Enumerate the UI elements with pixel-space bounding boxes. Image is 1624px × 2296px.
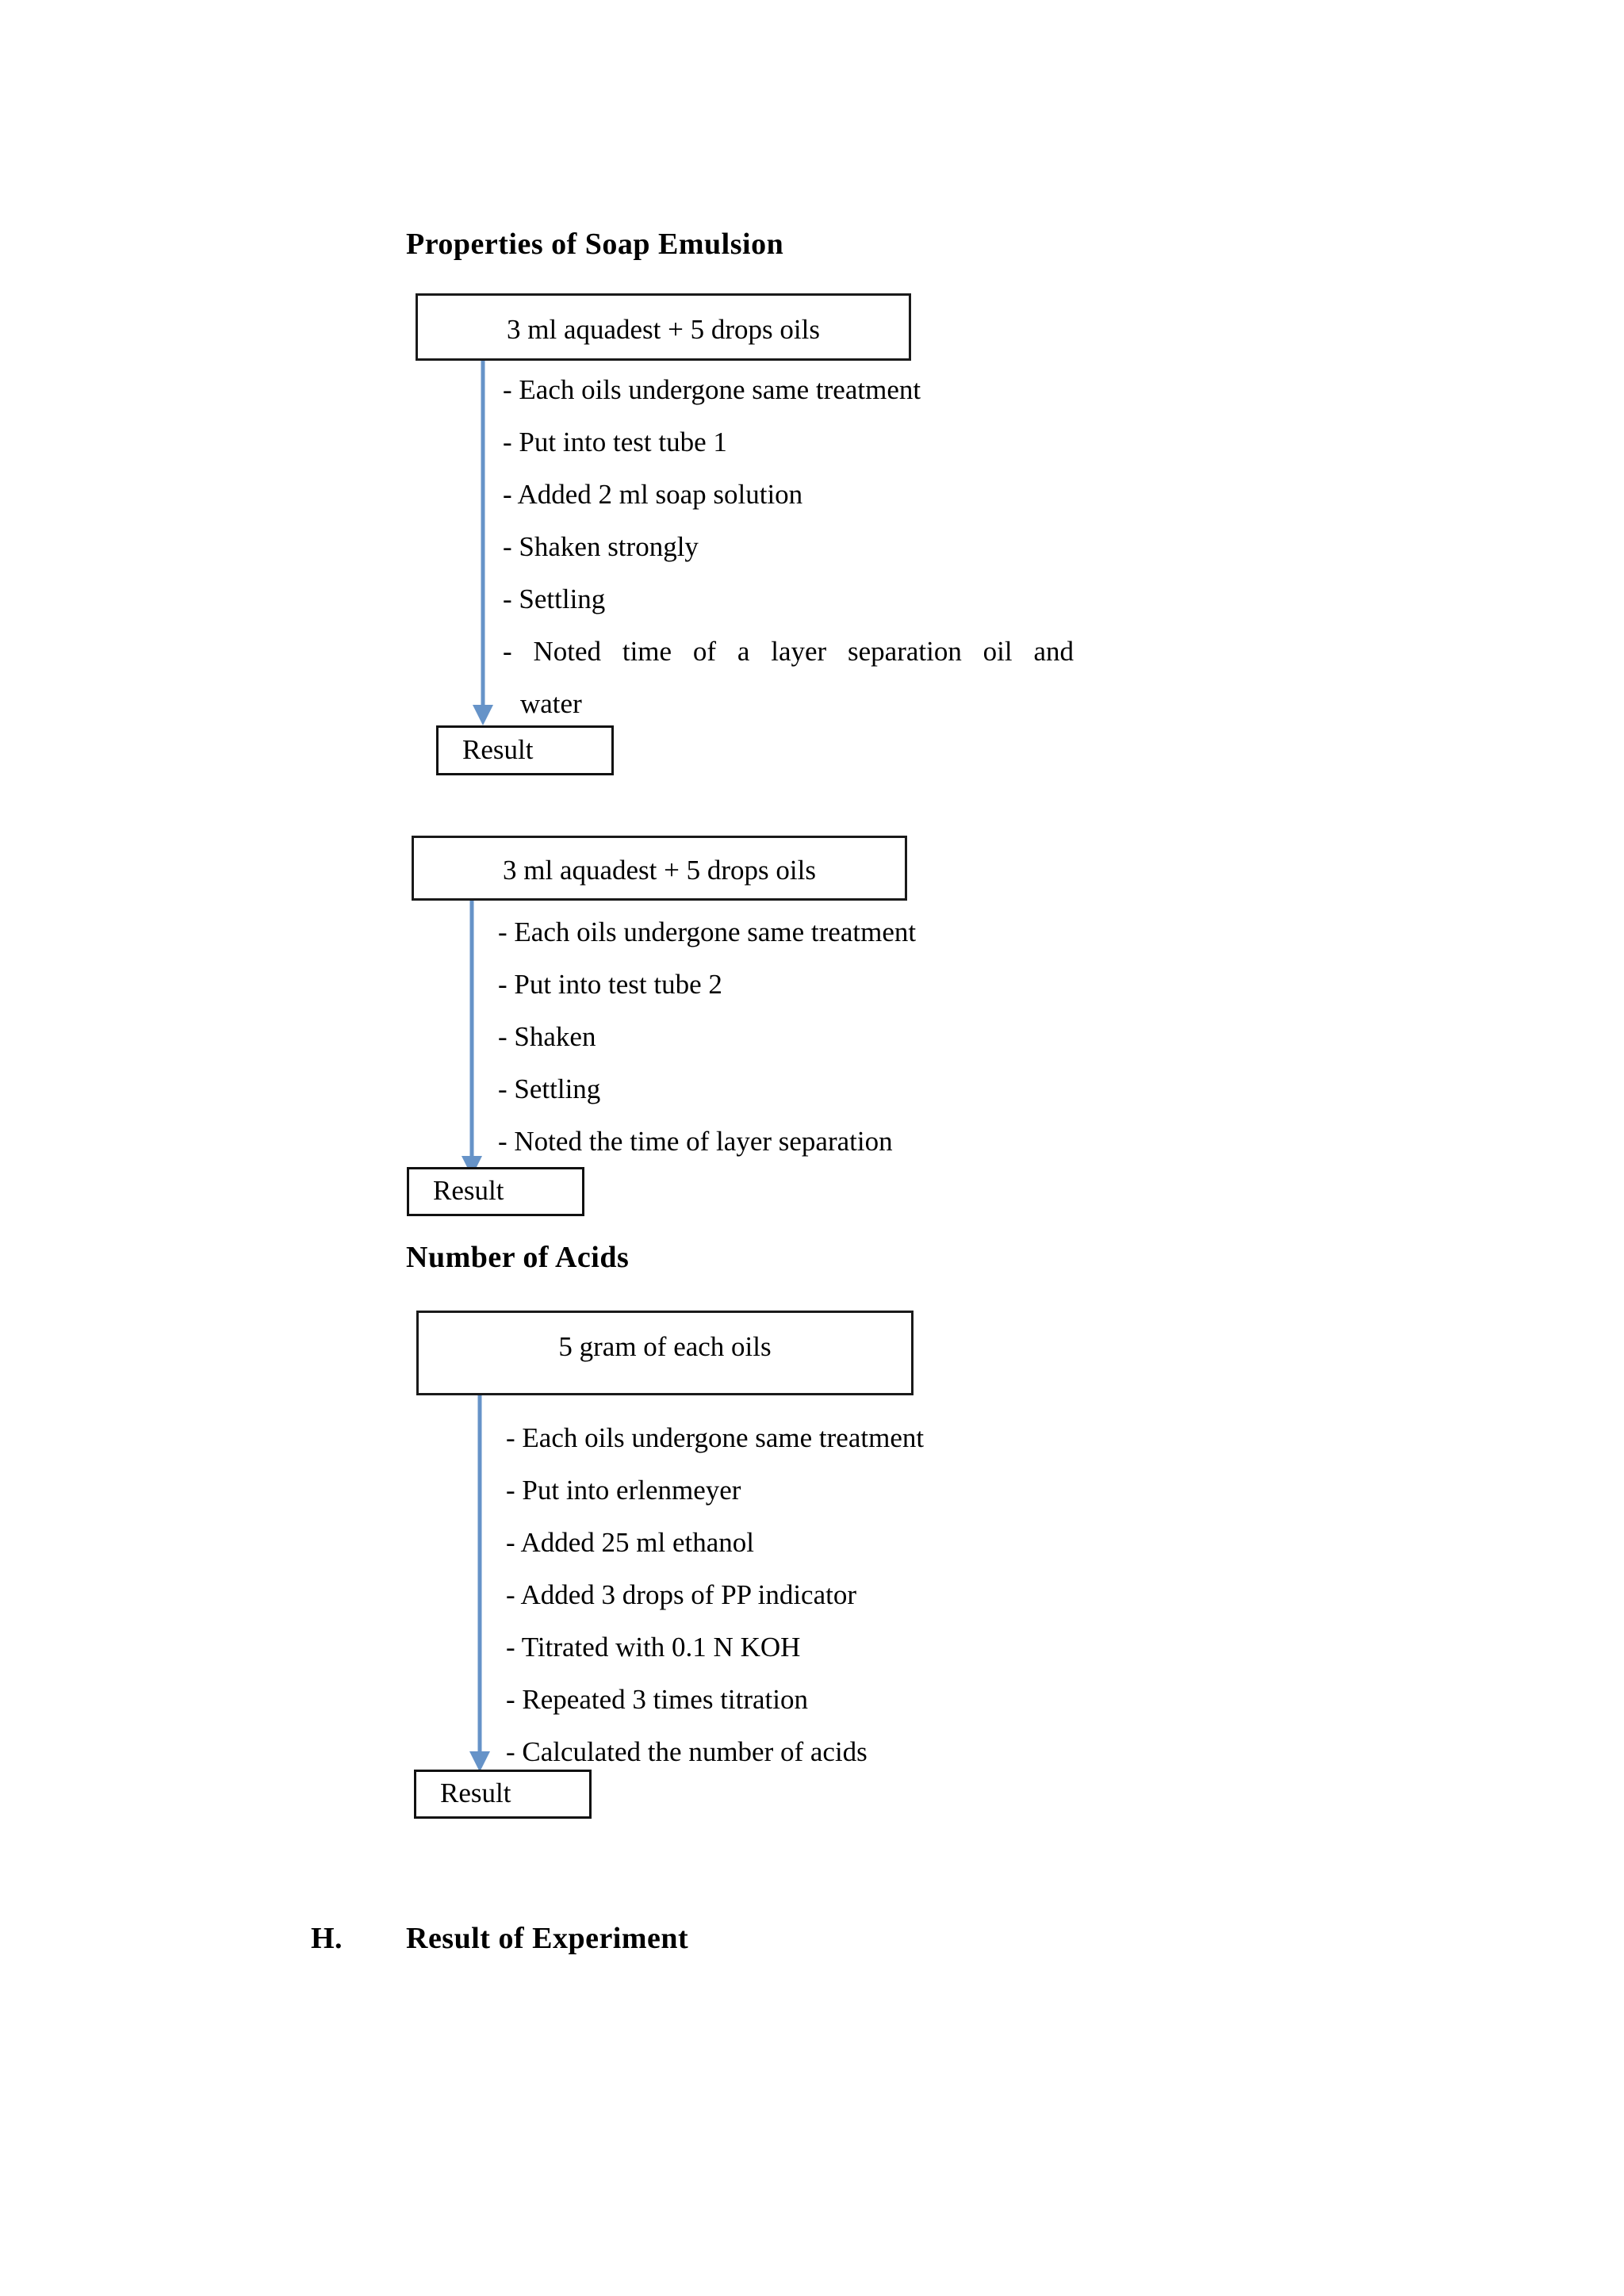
step-item: - Added 25 ml ethanol xyxy=(506,1527,755,1558)
step-item: - Settling xyxy=(503,584,606,614)
section-heading-properties-of-soap-emulsion: Properties of Soap Emulsion xyxy=(406,228,784,261)
step-item: - Put into test tube 1 xyxy=(503,427,727,457)
flow-arrow-acids xyxy=(469,1395,490,1772)
flow-start-box-tube-1: 3 ml aquadest + 5 drops oils xyxy=(416,293,911,361)
section-heading-number-of-acids: Number of Acids xyxy=(406,1241,630,1274)
flow-arrow-tube-1 xyxy=(473,361,493,725)
step-item: - Put into test tube 2 xyxy=(498,969,722,1000)
step-item: - Noted the time of layer separation xyxy=(498,1126,893,1157)
step-item: - Each oils undergone same treatment xyxy=(503,374,921,405)
step-item: - Repeated 3 times titration xyxy=(506,1684,809,1715)
footer-heading-letter: H. xyxy=(311,1922,343,1955)
flow-arrow-tube-2 xyxy=(462,901,482,1177)
step-list-tube-1: - Each oils undergone same treatment - P… xyxy=(503,373,1090,729)
step-item: - Noted time of a layer separation oil a… xyxy=(503,636,1074,667)
step-item: - Each oils undergone same treatment xyxy=(506,1422,925,1453)
flow-start-box-label: 3 ml aquadest + 5 drops oils xyxy=(507,314,820,345)
flow-result-box-label: Result xyxy=(433,1175,504,1207)
step-item: - Shaken strongly xyxy=(503,531,699,562)
step-item-continuation: water xyxy=(520,688,582,719)
step-item: - Calculated the number of acids xyxy=(506,1736,868,1767)
step-item: - Added 3 drops of PP indicator xyxy=(506,1579,856,1610)
step-item: - Settling xyxy=(498,1073,601,1104)
flow-result-box-label: Result xyxy=(462,733,534,765)
footer-heading-title: Result of Experiment xyxy=(406,1922,689,1955)
flow-result-box-acids: Result xyxy=(414,1770,592,1819)
flow-result-box-tube-1: Result xyxy=(436,725,614,775)
step-item: - Put into erlenmeyer xyxy=(506,1475,741,1506)
step-item: - Added 2 ml soap solution xyxy=(503,479,803,510)
flow-start-box-label: 5 gram of each oils xyxy=(558,1331,772,1362)
flow-result-box-tube-2: Result xyxy=(407,1167,584,1216)
step-list-acids: - Each oils undergone same treatment - P… xyxy=(506,1421,1093,1785)
flow-start-box-tube-2: 3 ml aquadest + 5 drops oils xyxy=(412,836,907,901)
flow-result-box-label: Result xyxy=(440,1777,511,1809)
step-item: - Titrated with 0.1 N KOH xyxy=(506,1632,801,1663)
flow-start-box-label: 3 ml aquadest + 5 drops oils xyxy=(503,855,816,886)
step-list-tube-2: - Each oils undergone same treatment - P… xyxy=(498,915,1085,1169)
flow-start-box-acids: 5 gram of each oils xyxy=(416,1311,914,1395)
step-item: - Each oils undergone same treatment xyxy=(498,916,917,947)
step-item: - Shaken xyxy=(498,1021,596,1052)
